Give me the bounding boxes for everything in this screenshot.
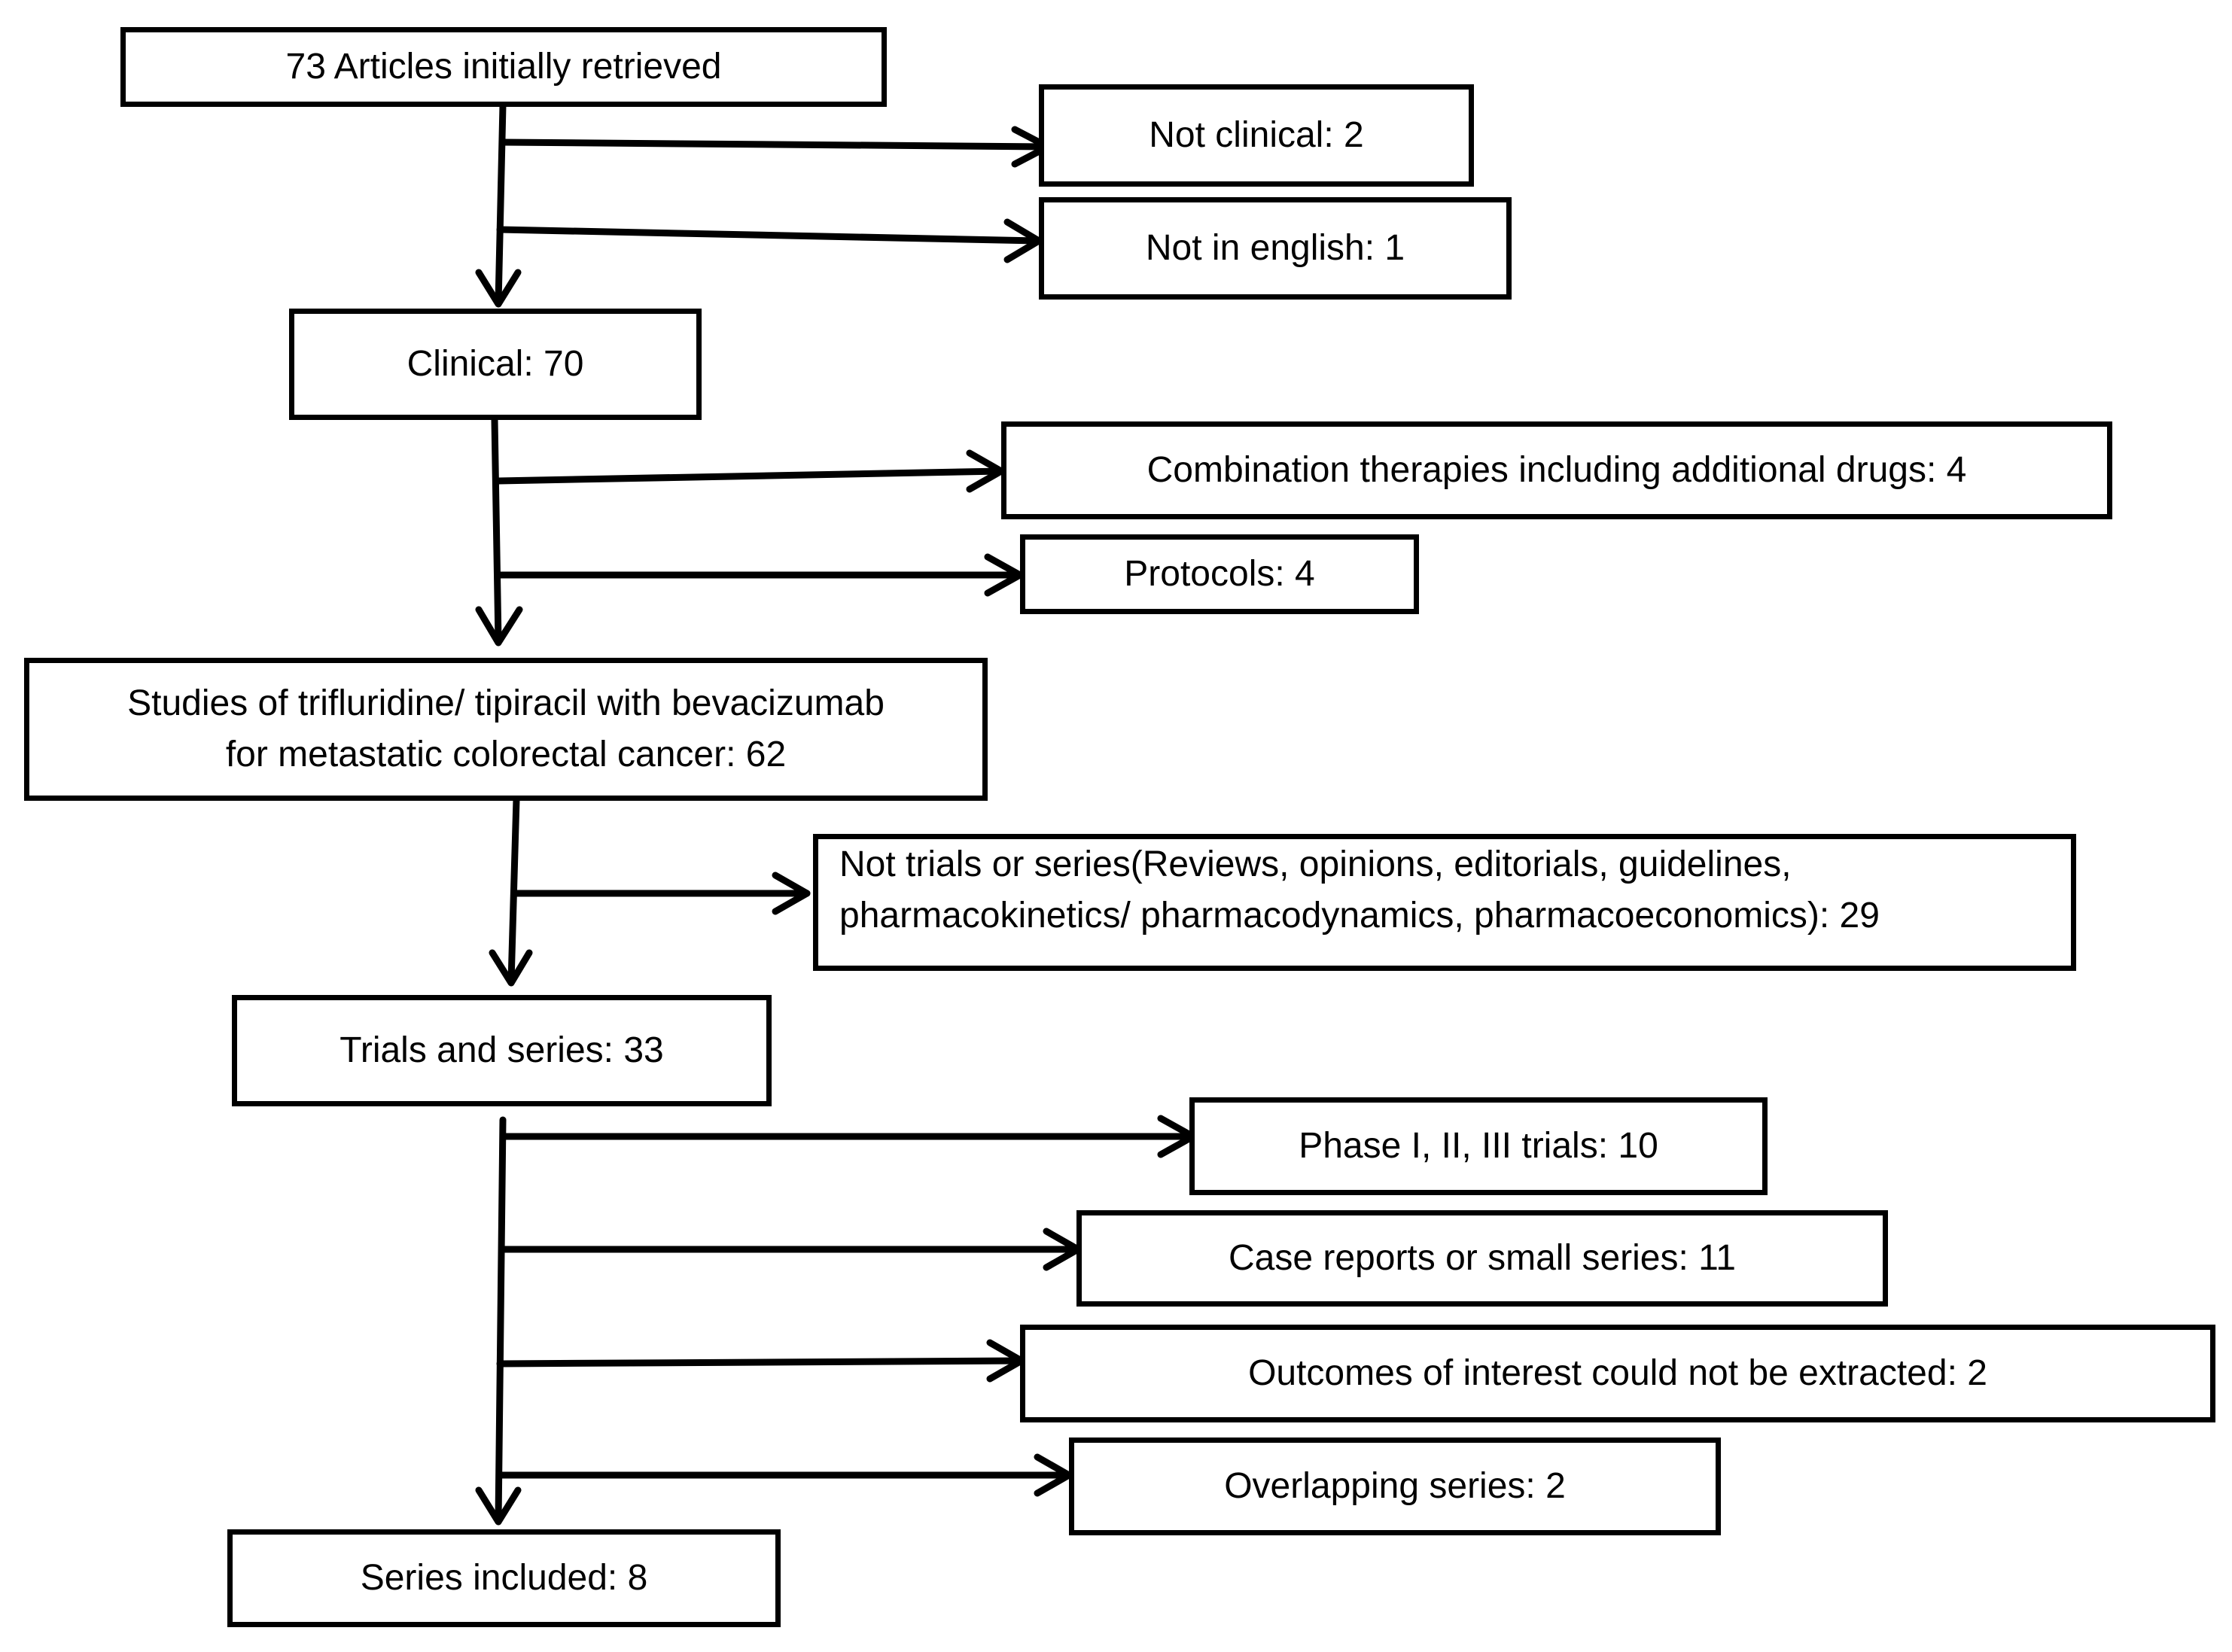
label-studies-line2: for metastatic colorectal cancer: 62 — [225, 735, 787, 774]
label-not-trials-line1: Not trials or series(Reviews, opinions, … — [839, 844, 1792, 884]
connector-clinical-to-studies — [491, 416, 502, 645]
label-case-reports: Case reports or small series: 11 — [1228, 1238, 1736, 1278]
box-protocols: Protocols: 4 — [1020, 534, 1419, 614]
box-not-trials-or-series: Not trials or series(Reviews, opinions, … — [813, 834, 2076, 971]
connector-to-outcomes — [496, 1357, 1025, 1368]
label-combination-therapies: Combination therapies including addition… — [1146, 450, 1967, 490]
label-series-included: Series included: 8 — [360, 1558, 648, 1598]
label-not-trials-line2: pharmacokinetics/ pharmacodynamics, phar… — [839, 896, 1880, 936]
label-not-english: Not in english: 1 — [1145, 228, 1405, 268]
label-not-clinical: Not clinical: 2 — [1149, 115, 1364, 155]
connector-to-combination — [495, 467, 1005, 485]
connector-to-not-english — [496, 226, 1041, 245]
box-phase-trials: Phase I, II, III trials: 10 — [1189, 1097, 1768, 1195]
box-outcomes-not-extracted: Outcomes of interest could not be extrac… — [1020, 1325, 2215, 1422]
box-overlapping-series: Overlapping series: 2 — [1069, 1438, 1721, 1535]
box-series-included: Series included: 8 — [227, 1529, 781, 1627]
arrowhead-clinical — [475, 269, 522, 308]
box-studies: Studies of trifluridine/ tipiracil with … — [24, 658, 988, 801]
arrowhead-not-trials — [772, 872, 811, 915]
label-clinical: Clinical: 70 — [407, 344, 584, 384]
label-overlapping-series: Overlapping series: 2 — [1224, 1466, 1566, 1506]
label-outcomes-not-extracted: Outcomes of interest could not be extrac… — [1248, 1353, 1987, 1393]
arrowhead-trials — [489, 949, 533, 987]
label-studies-line1: Studies of trifluridine/ tipiracil with … — [127, 683, 885, 723]
connector-trials-to-included — [495, 1116, 507, 1524]
box-trials-series: Trials and series: 33 — [232, 995, 772, 1106]
label-protocols: Protocols: 4 — [1124, 554, 1315, 594]
box-case-reports: Case reports or small series: 11 — [1076, 1210, 1888, 1307]
box-not-english: Not in english: 1 — [1039, 197, 1512, 300]
label-trials-series: Trials and series: 33 — [340, 1030, 664, 1070]
connector-retrieved-to-clinical — [495, 102, 507, 306]
arrowhead-studies — [475, 606, 523, 647]
connector-to-not-clinical — [499, 138, 1052, 151]
box-articles-retrieved: 73 Articles initially retrieved — [120, 27, 887, 107]
label-articles-retrieved: 73 Articles initially retrieved — [285, 47, 722, 87]
arrowhead-included — [475, 1486, 522, 1526]
box-combination-therapies: Combination therapies including addition… — [1001, 421, 2112, 519]
label-phase-trials: Phase I, II, III trials: 10 — [1299, 1126, 1658, 1166]
box-clinical: Clinical: 70 — [289, 309, 702, 420]
box-not-clinical: Not clinical: 2 — [1039, 84, 1474, 187]
